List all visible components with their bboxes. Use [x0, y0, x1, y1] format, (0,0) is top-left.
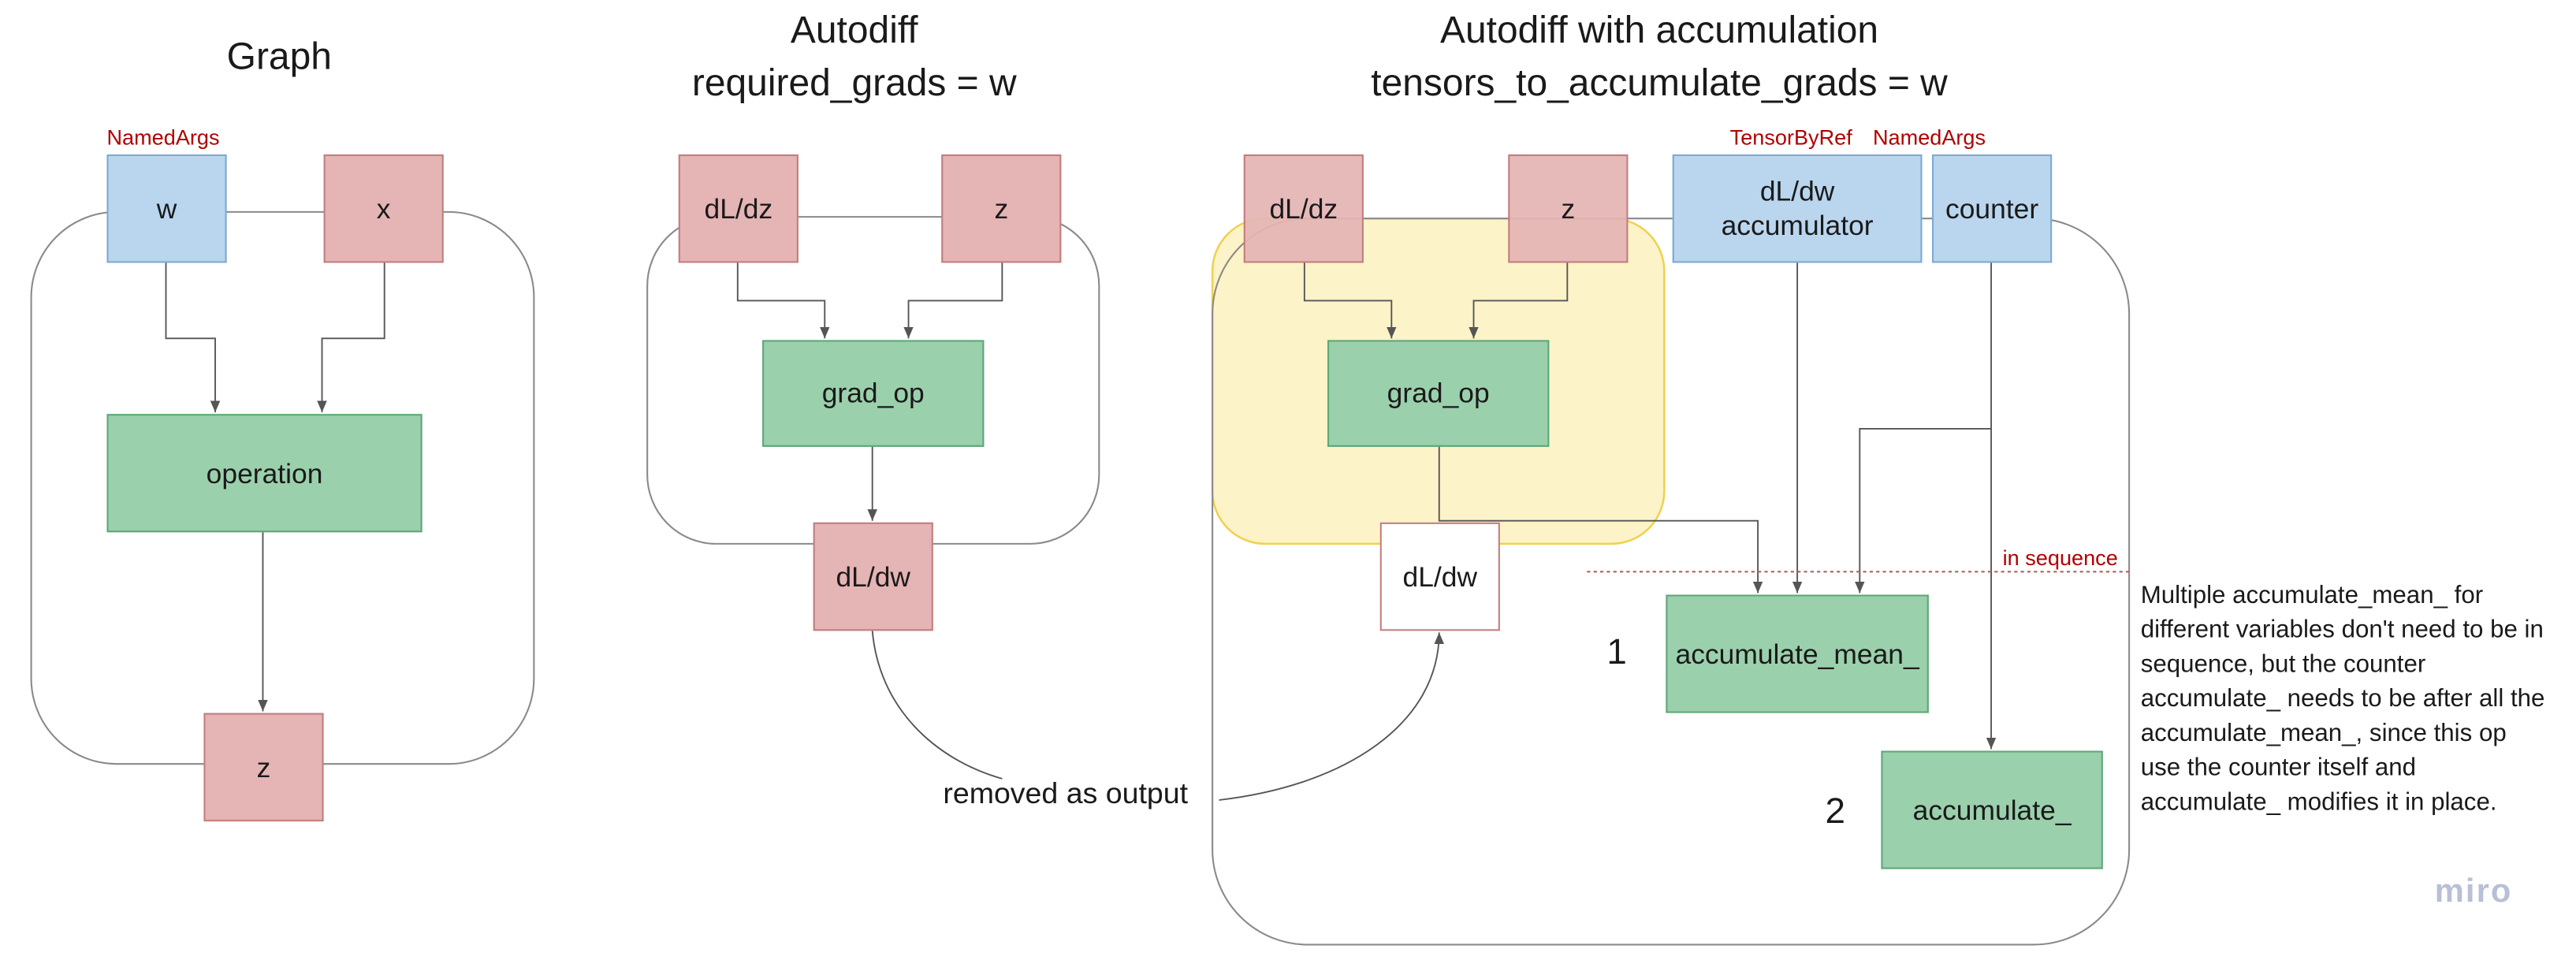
- edge-x-to-operation: [317, 262, 385, 413]
- accum-z-node: z: [1508, 154, 1629, 263]
- edge-dldz-to-grad-op: [736, 262, 830, 339]
- operation-node: operation: [106, 414, 423, 533]
- autodiff-grad-op-node: grad_op: [762, 340, 985, 447]
- graph-title: Graph: [226, 34, 332, 77]
- accumulator-line2: accumulator: [1721, 210, 1874, 242]
- accumulator-line1: dL/dw: [1759, 176, 1835, 207]
- accumulate-mean-node: accumulate_mean_: [1666, 594, 1929, 713]
- edge-acc-z-to-grad-op: [1469, 262, 1569, 339]
- autodiff-title-line2: required_grads = w: [691, 61, 1017, 104]
- accum-grad-op-node: grad_op: [1327, 340, 1550, 447]
- edge-w-to-operation: [165, 262, 221, 413]
- in-sequence-tag: in sequence: [2002, 545, 2118, 571]
- accum-title: Autodiff with accumulation tensors_to_ac…: [1314, 3, 2004, 108]
- accumulator-node: dL/dw accumulator: [1672, 154, 1923, 263]
- tensor-by-ref-tag: TensorByRef: [1729, 125, 1852, 150]
- miro-watermark: miro: [2434, 873, 2513, 910]
- accum-dldz-node: dL/dz: [1243, 154, 1364, 263]
- accum-title-line1: Autodiff with accumulation: [1440, 8, 1879, 51]
- accum-subgraph-outline: [1212, 218, 2131, 946]
- x-input-node: x: [323, 154, 444, 263]
- w-input-node: w: [106, 154, 227, 263]
- accumulate-node: accumulate_: [1881, 750, 2103, 869]
- autodiff-z-node: z: [941, 154, 1062, 263]
- autodiff-dldw-node: dL/dw: [813, 522, 933, 631]
- autodiff-dldz-node: dL/dz: [678, 154, 798, 263]
- edge-z-to-grad-op: [903, 262, 1003, 339]
- removed-as-output-label: removed as output: [943, 776, 1189, 810]
- accum-dldw-removed-node: dL/dw: [1379, 522, 1500, 631]
- counter-node: counter: [1932, 154, 2053, 263]
- sequence-note: Multiple accumulate_mean_ for different …: [2140, 581, 2545, 817]
- step-1-label: 1: [1606, 631, 1627, 672]
- named-args-tag-right: NamedArgs: [1872, 125, 1986, 150]
- edge-counter-to-accumulate-mean: [1855, 262, 1992, 594]
- accum-title-line2: tensors_to_accumulate_grads = w: [1371, 61, 1948, 104]
- curve-removed-dldw-accum: [1219, 632, 1444, 801]
- step-2-label: 2: [1825, 790, 1846, 832]
- named-args-tag-left: NamedArgs: [106, 125, 220, 150]
- autodiff-title-line1: Autodiff: [790, 8, 918, 51]
- curve-removed-dldw-autodiff: [871, 631, 1003, 780]
- z-output-node: z: [203, 713, 324, 822]
- edge-acc-dldz-to-grad-op: [1303, 262, 1397, 339]
- edge-grad-op-to-accumulate-mean: [1438, 446, 1763, 594]
- autodiff-title: Autodiff required_grads = w: [624, 3, 1085, 108]
